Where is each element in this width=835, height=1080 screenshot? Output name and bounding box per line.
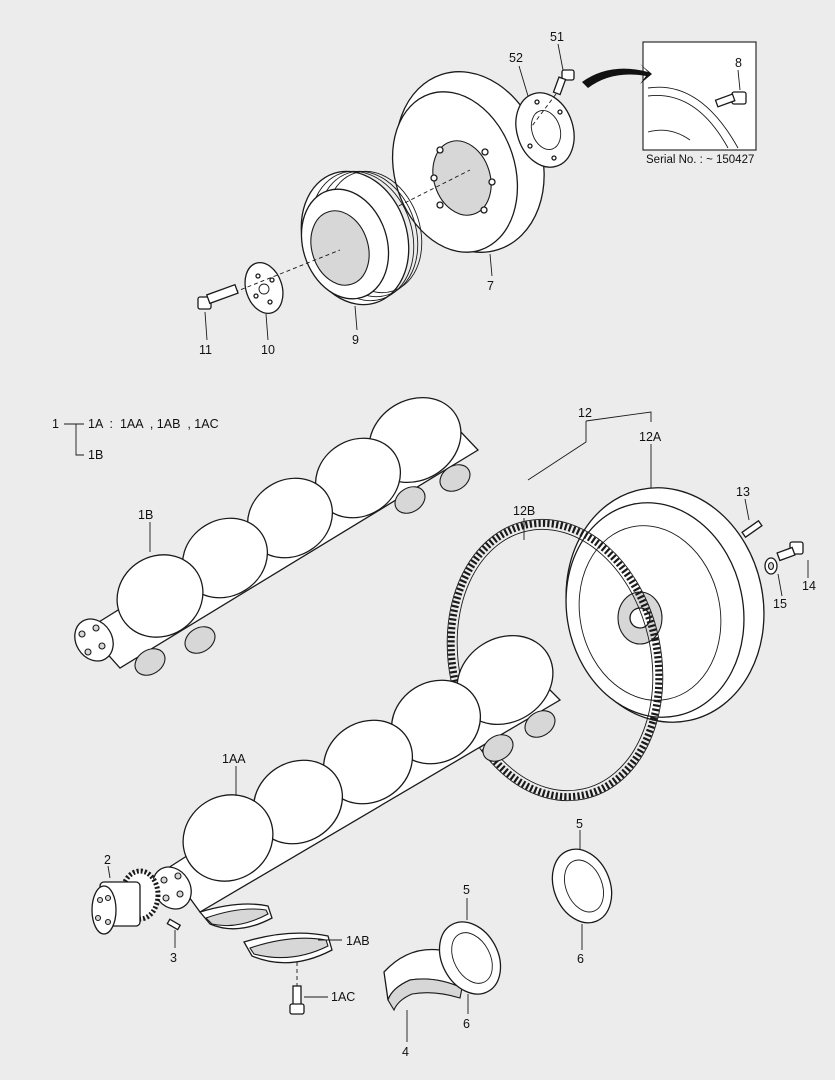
gear-2 bbox=[91, 868, 161, 935]
crankshaft-1AA bbox=[152, 634, 562, 913]
bolt-51 bbox=[531, 69, 575, 127]
washer-15 bbox=[764, 557, 778, 575]
legend-root: 1 bbox=[52, 417, 59, 431]
bolt-1AC bbox=[289, 962, 305, 1015]
label-4: 4 bbox=[402, 1045, 409, 1059]
damper-7 bbox=[354, 71, 545, 253]
label-3: 3 bbox=[170, 951, 177, 965]
label-1AB: 1AB bbox=[346, 934, 370, 948]
label-9: 9 bbox=[352, 333, 359, 347]
ring-gear-12B bbox=[446, 518, 664, 802]
label-2: 2 bbox=[104, 853, 111, 867]
pin-13 bbox=[741, 519, 763, 539]
label-51: 51 bbox=[550, 30, 564, 44]
label-5-right: 5 bbox=[576, 817, 583, 831]
label-1AA: 1AA bbox=[222, 752, 246, 766]
bolt-8 bbox=[714, 91, 747, 108]
key-3 bbox=[166, 918, 182, 931]
bolt-11 bbox=[197, 283, 239, 310]
thrust-washer-5-6-left bbox=[438, 921, 502, 995]
label-12: 12 bbox=[578, 406, 592, 420]
thrust-washer-5-6-right bbox=[551, 848, 613, 924]
label-8: 8 bbox=[735, 56, 742, 70]
label-12A: 12A bbox=[639, 430, 662, 444]
label-1B: 1B bbox=[138, 508, 153, 522]
label-13: 13 bbox=[736, 485, 750, 499]
legend-line-1: 1A : 1AA , 1AB , 1AC bbox=[88, 417, 219, 431]
bolt-14 bbox=[776, 541, 804, 562]
leader-lines bbox=[107, 43, 809, 1042]
label-6-right: 6 bbox=[577, 952, 584, 966]
pulley-9 bbox=[300, 170, 423, 306]
label-15: 15 bbox=[773, 597, 787, 611]
serial-detail-inset bbox=[582, 41, 757, 151]
counterweight-1AB bbox=[198, 903, 333, 964]
label-11: 11 bbox=[199, 343, 212, 357]
label-5-left: 5 bbox=[463, 883, 470, 897]
label-52: 52 bbox=[509, 51, 523, 65]
inset-caption: Serial No. : ~ 150427 bbox=[646, 154, 754, 166]
flywheel-12A bbox=[565, 487, 765, 723]
label-1AC: 1AC bbox=[331, 990, 355, 1004]
plate-52 bbox=[515, 92, 575, 168]
legend-line-2: 1B bbox=[88, 448, 103, 462]
crankshaft-1B bbox=[74, 396, 480, 676]
label-6-left: 6 bbox=[463, 1017, 470, 1031]
label-10: 10 bbox=[261, 343, 275, 357]
assembly-legend: 1 1A : 1AA , 1AB , 1AC 1B bbox=[52, 417, 219, 462]
label-14: 14 bbox=[802, 579, 816, 593]
label-12B: 12B bbox=[513, 504, 535, 518]
label-7: 7 bbox=[487, 279, 494, 293]
